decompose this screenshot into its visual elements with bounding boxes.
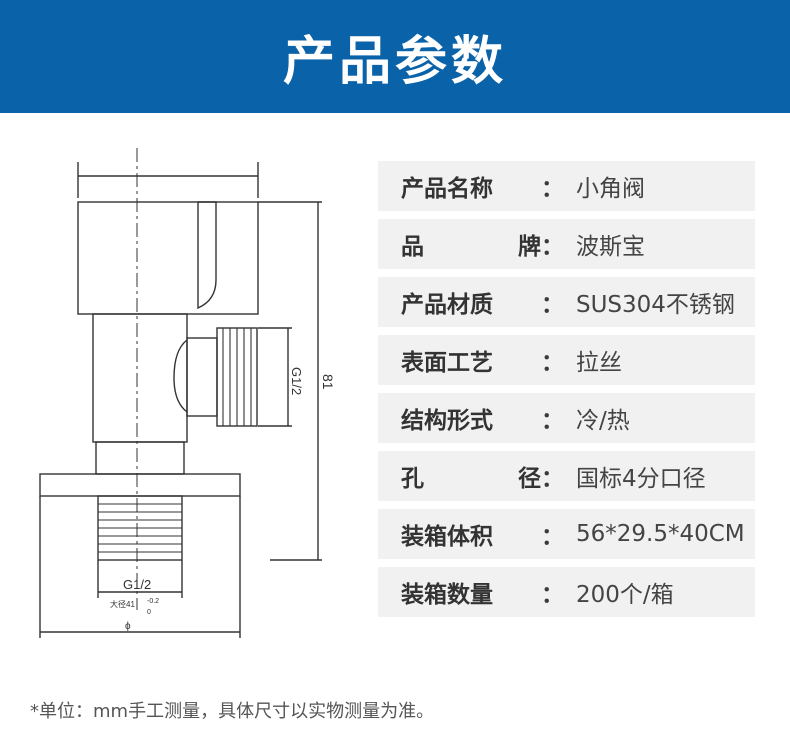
spec-colon: ： bbox=[541, 466, 564, 492]
tolerance-upper: -0.2 bbox=[147, 598, 159, 605]
spec-colon: ： bbox=[541, 292, 564, 318]
spec-value: 国标4分口径 bbox=[576, 466, 706, 492]
spec-colon: ： bbox=[541, 582, 564, 608]
spec-value: 200个/箱 bbox=[576, 582, 674, 608]
spec-label-brand: 品牌 bbox=[401, 227, 541, 261]
spec-label: 装箱体积 bbox=[401, 524, 493, 550]
spec-colon: ： bbox=[541, 176, 564, 202]
spec-row-brand: 品牌 ： 波斯宝 bbox=[378, 219, 755, 269]
spec-row-name: 产品名称 ： 小角阀 bbox=[378, 161, 755, 211]
spec-row-structure: 结构形式 ： 冷/热 bbox=[378, 393, 755, 443]
spec-value: 拉丝 bbox=[576, 350, 622, 376]
spec-value: SUS304不锈钢 bbox=[576, 292, 735, 318]
tolerance-lower: 0 bbox=[147, 609, 151, 616]
spec-row-quantity: 装箱数量 ： 200个/箱 bbox=[378, 567, 755, 617]
spec-label: 产品名称 bbox=[401, 176, 493, 202]
bottom-thread-label: G1/2 bbox=[123, 577, 151, 592]
spec-colon: ： bbox=[541, 524, 564, 550]
valve-drawing-svg: G1/2 81 G1/2 大径41 -0.2 0 ϕ bbox=[39, 148, 336, 638]
spec-label-bore: 孔径 bbox=[401, 459, 541, 493]
spec-value: 冷/热 bbox=[576, 408, 630, 434]
spec-label: 结构形式 bbox=[401, 408, 493, 434]
valve-technical-drawing: G1/2 81 G1/2 大径41 -0.2 0 ϕ bbox=[30, 140, 370, 650]
spec-colon: ： bbox=[541, 234, 564, 260]
spec-value: 56*29.5*40CM bbox=[576, 521, 745, 547]
spec-label: 品牌 bbox=[401, 234, 541, 260]
spec-label: 孔径 bbox=[401, 466, 541, 492]
measurement-footnote: *单位：mm手工测量，具体尺寸以实物测量为准。 bbox=[30, 701, 435, 722]
height-dimension-label: 81 bbox=[320, 374, 336, 390]
major-diameter-label: 大径41 bbox=[110, 599, 135, 609]
spec-label: 产品材质 bbox=[401, 292, 493, 318]
spec-value: 波斯宝 bbox=[576, 234, 645, 260]
spec-table: 产品名称 ： 小角阀 品牌 ： 波斯宝 产品材质 ： SUS304不锈钢 表面工… bbox=[378, 161, 755, 625]
spec-row-bore: 孔径 ： 国标4分口径 bbox=[378, 451, 755, 501]
spec-row-volume: 装箱体积 ： 56*29.5*40CM bbox=[378, 509, 755, 559]
page-title: 产品参数 bbox=[282, 32, 507, 92]
title-banner: 产品参数 bbox=[0, 0, 790, 113]
side-thread-label: G1/2 bbox=[289, 367, 304, 395]
spec-colon: ： bbox=[541, 350, 564, 376]
spec-row-finish: 表面工艺 ： 拉丝 bbox=[378, 335, 755, 385]
diameter-symbol: ϕ bbox=[125, 621, 131, 632]
spec-row-material: 产品材质 ： SUS304不锈钢 bbox=[378, 277, 755, 327]
spec-label: 装箱数量 bbox=[401, 582, 493, 608]
spec-label: 表面工艺 bbox=[401, 350, 493, 376]
spec-value: 小角阀 bbox=[576, 176, 645, 202]
spec-colon: ： bbox=[541, 408, 564, 434]
